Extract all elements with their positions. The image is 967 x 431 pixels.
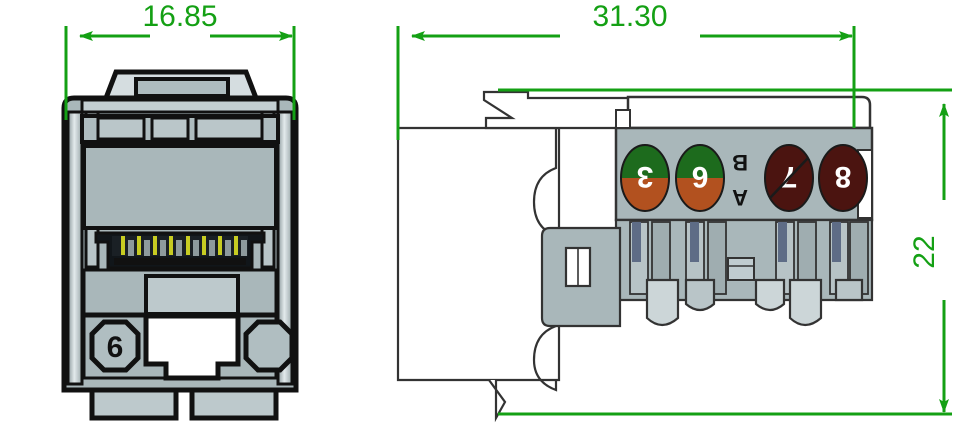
contact-pin — [202, 236, 206, 255]
pair-7-slash — [769, 157, 809, 199]
prong-long-1 — [645, 278, 680, 327]
idc-blade — [690, 222, 699, 262]
contact-pins — [121, 236, 238, 255]
idc-blade — [832, 222, 841, 262]
contact-pin — [137, 236, 141, 255]
pin-shoulder — [160, 240, 166, 256]
dimension-height-side: 22 — [498, 88, 952, 416]
pin-shoulder — [128, 240, 134, 256]
octagon-right-marker — [243, 319, 295, 373]
front-view-feet — [89, 387, 279, 421]
prong-short-2 — [754, 278, 786, 312]
latch-inner-slot — [134, 77, 230, 98]
wire-pair-8: 8 — [818, 144, 868, 212]
contact-pin-shoulders — [128, 240, 247, 256]
pin-shoulder — [241, 240, 247, 256]
contact-block-base — [114, 258, 246, 265]
octagon-port-marker — [89, 319, 141, 373]
port-number-label: 6 — [107, 331, 124, 364]
front-inner-recess — [144, 274, 240, 316]
dimension-label-16-85: 16.85 — [142, 0, 217, 33]
dimension-width-side: 31.30 — [396, 0, 856, 140]
idc-terminal-block — [540, 218, 874, 328]
idc-blade — [778, 222, 787, 262]
rj45-keyed-opening — [143, 313, 241, 381]
wire-pair-indicators: 3 6 B A 7 — [620, 144, 868, 212]
idc-blade — [632, 222, 641, 262]
contact-pin — [121, 236, 125, 255]
front-view: 6 — [61, 69, 299, 421]
wire-entry-prongs — [645, 278, 864, 327]
dimension-width-front: 16.85 — [64, 0, 296, 120]
wire-pair-6: 6 — [675, 144, 725, 212]
faceplate-bottom-tab — [488, 379, 507, 423]
jack-top-strip — [626, 95, 872, 130]
scheme-letter-b: B — [732, 150, 748, 175]
wire-pair-label: 3 — [637, 160, 654, 193]
contact-pin — [186, 236, 190, 255]
contact-pin — [153, 236, 157, 255]
front-view-upper-band — [80, 98, 280, 144]
foot-right — [189, 387, 279, 421]
pin-shoulder — [193, 240, 199, 256]
latch-arm-upper — [482, 90, 632, 130]
idc-blades — [632, 222, 841, 262]
upper-slot-2 — [150, 116, 190, 141]
side-view: 3 6 B A 7 — [396, 90, 874, 423]
upper-slot-3 — [194, 116, 264, 141]
scheme-letter-a: A — [732, 185, 748, 210]
front-view-top-latch — [102, 69, 260, 101]
front-view-bottom-row: 6 — [82, 313, 295, 381]
front-face-panel — [82, 144, 278, 230]
contact-pin — [218, 236, 222, 255]
dimension-label-31-30: 31.30 — [592, 0, 667, 33]
prong-end — [834, 278, 864, 302]
housing-left-rail — [66, 110, 84, 386]
idc-center-key — [727, 257, 755, 281]
pin-shoulder — [209, 240, 215, 256]
foot-left — [89, 387, 179, 421]
contact-pin — [234, 236, 238, 255]
upper-slot-1 — [96, 116, 146, 141]
prong-long-2 — [788, 278, 823, 327]
prong-short-1 — [684, 278, 716, 312]
wire-pair-3: 3 — [620, 144, 670, 212]
clip-profile-lower — [532, 318, 558, 392]
wire-pair-label: 8 — [835, 160, 852, 193]
idc-slot — [707, 221, 727, 295]
dimension-label-22: 22 — [908, 235, 941, 268]
pin-shoulder — [176, 240, 182, 256]
pin-shoulder — [225, 240, 231, 256]
faceplate-outline — [396, 126, 561, 382]
wire-pair-7: 7 — [764, 144, 814, 212]
upper-band-strip — [80, 98, 280, 114]
dimension-annotations: 16.85 31.30 22 — [64, 0, 952, 416]
contact-pin — [169, 236, 173, 255]
pair-8-oval — [818, 144, 868, 212]
housing-right-rail — [276, 110, 294, 386]
pin-shoulder — [144, 240, 150, 256]
wire-pair-label: 6 — [692, 160, 709, 193]
jack-left-notch — [615, 109, 631, 129]
front-view-contact-block — [94, 231, 266, 270]
